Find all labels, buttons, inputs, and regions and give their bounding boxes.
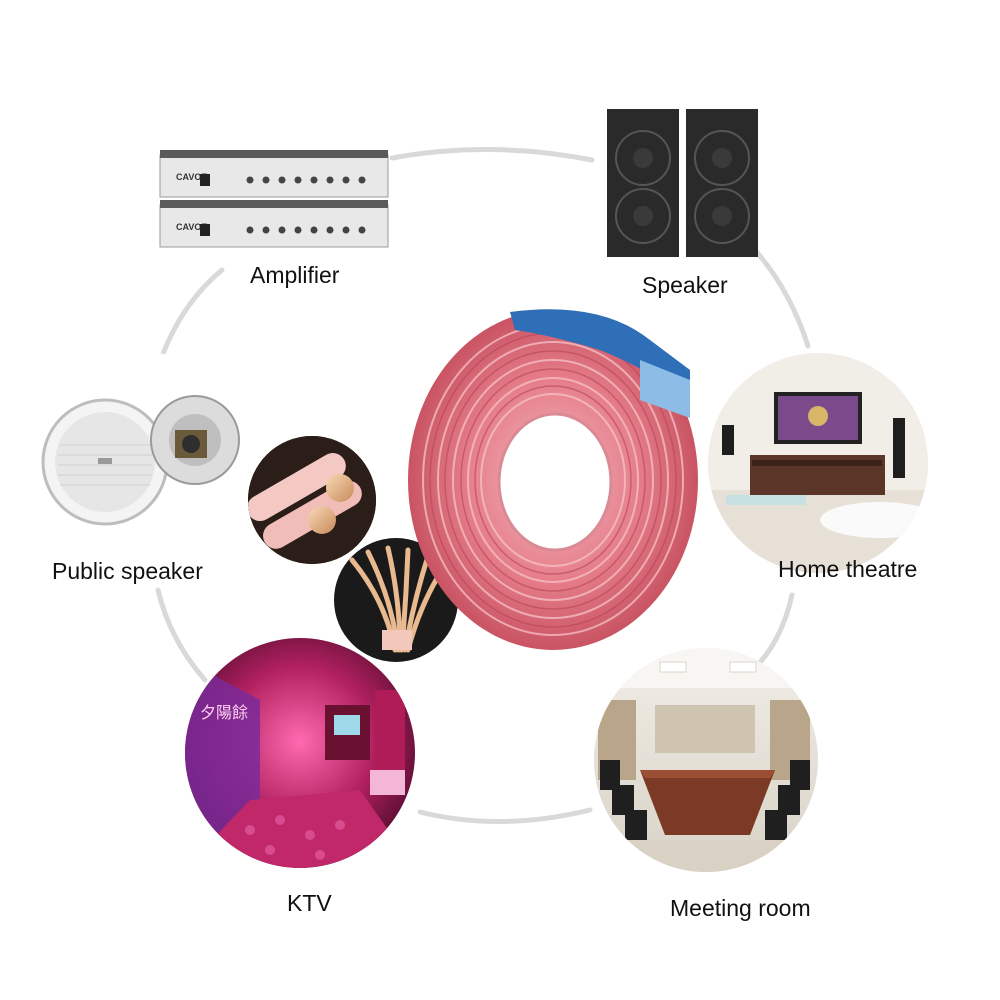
speaker-icon <box>607 109 758 257</box>
label-public-speaker: Public speaker <box>52 558 203 584</box>
ceiling-speaker-icon <box>38 353 262 577</box>
copper-wire-icon <box>334 538 458 662</box>
label-speaker: Speaker <box>642 272 728 298</box>
ktv-room-icon: 夕陽餘 <box>185 638 415 868</box>
amplifier-brand-2: CAVOE <box>176 222 207 232</box>
cable-coil-icon <box>408 309 698 650</box>
amplifier-icon: CAVOE CAVOE <box>159 150 389 248</box>
home-theatre-icon <box>708 353 928 573</box>
meeting-room-icon <box>594 648 818 872</box>
connection-ring <box>155 146 811 824</box>
amplifier-brand: CAVOE <box>176 172 207 182</box>
label-meeting-room: Meeting room <box>670 895 811 921</box>
svg-text:夕陽餘: 夕陽餘 <box>200 703 248 722</box>
label-amplifier: Amplifier <box>250 262 340 288</box>
label-ktv: KTV <box>287 890 332 916</box>
wire-cross-section-icon <box>248 436 376 564</box>
label-home-theatre: Home theatre <box>778 556 918 582</box>
